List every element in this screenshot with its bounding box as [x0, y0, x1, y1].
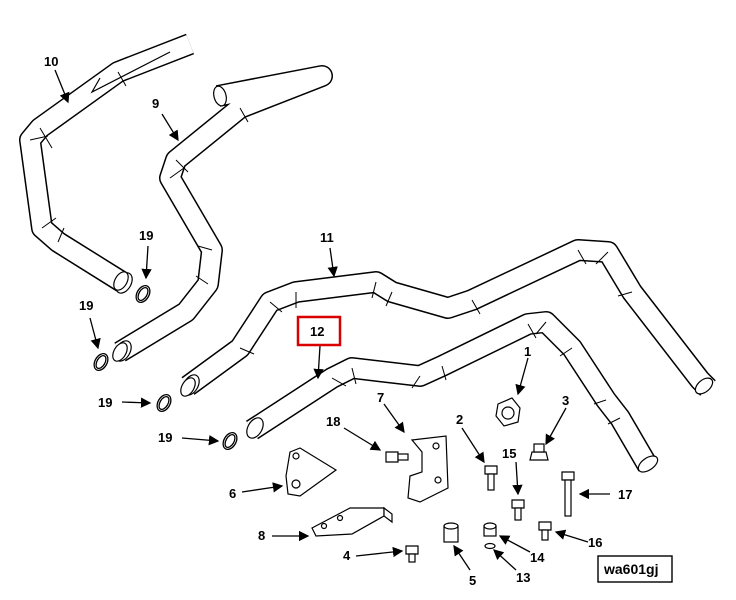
callout-19b: 19: [79, 298, 93, 313]
o-ring: [93, 352, 109, 372]
o-ring: [135, 284, 151, 304]
pipe-9: [112, 65, 333, 362]
nut-part-3: [529, 443, 549, 461]
callout-15: 15: [502, 446, 516, 461]
o-ring: [156, 393, 172, 413]
spacer-part-14: [483, 522, 497, 537]
callout-4: 4: [343, 548, 351, 563]
callout-17: 17: [618, 487, 632, 502]
figure-id-box: [597, 555, 673, 583]
bracket-part-8: [311, 506, 393, 537]
bolt-part-18: [385, 451, 409, 463]
pipe-10: [19, 33, 194, 294]
clamp-part-1: [495, 397, 521, 427]
nut-part-4: [405, 545, 419, 563]
callout-1: 1: [524, 344, 531, 359]
callout-8: 8: [258, 528, 265, 543]
pipe-11: [180, 239, 716, 397]
callout-16: 16: [588, 535, 602, 550]
callout-11: 11: [320, 230, 334, 245]
pipe-12: [246, 311, 659, 473]
callout-19d: 19: [158, 430, 172, 445]
callout-18: 18: [326, 414, 340, 429]
leader-lines: [54, 69, 610, 571]
bolt-part-16: [538, 521, 552, 541]
highlight-box: [296, 315, 342, 347]
callout-3: 3: [562, 393, 569, 408]
o-ring-group: [93, 284, 238, 451]
callout-19c: 19: [98, 395, 112, 410]
callout-5: 5: [469, 573, 476, 588]
callout-19a: 19: [139, 228, 153, 243]
figure-id: wa601gj: [603, 561, 658, 577]
bracket-part-6: [285, 447, 338, 497]
callout-14: 14: [530, 550, 545, 565]
callout-6: 6: [229, 486, 236, 501]
bolt-part-2: [484, 465, 498, 491]
callout-2: 2: [456, 412, 463, 427]
callout-labels: 10 9 11 12 19 19 19 19 1 2 3 7 18 15 17 …: [44, 54, 632, 588]
callout-10: 10: [44, 54, 58, 69]
callout-7: 7: [377, 390, 384, 405]
o-ring: [222, 431, 238, 451]
callout-12: 12: [310, 324, 324, 339]
callout-9: 9: [152, 96, 159, 111]
washer-part-13: [484, 542, 496, 550]
bolt-part-15: [511, 499, 525, 521]
callout-13: 13: [516, 570, 530, 585]
spacer-part-5: [443, 522, 459, 543]
bolt-part-17: [561, 471, 575, 517]
bracket-part-7: [407, 435, 449, 503]
